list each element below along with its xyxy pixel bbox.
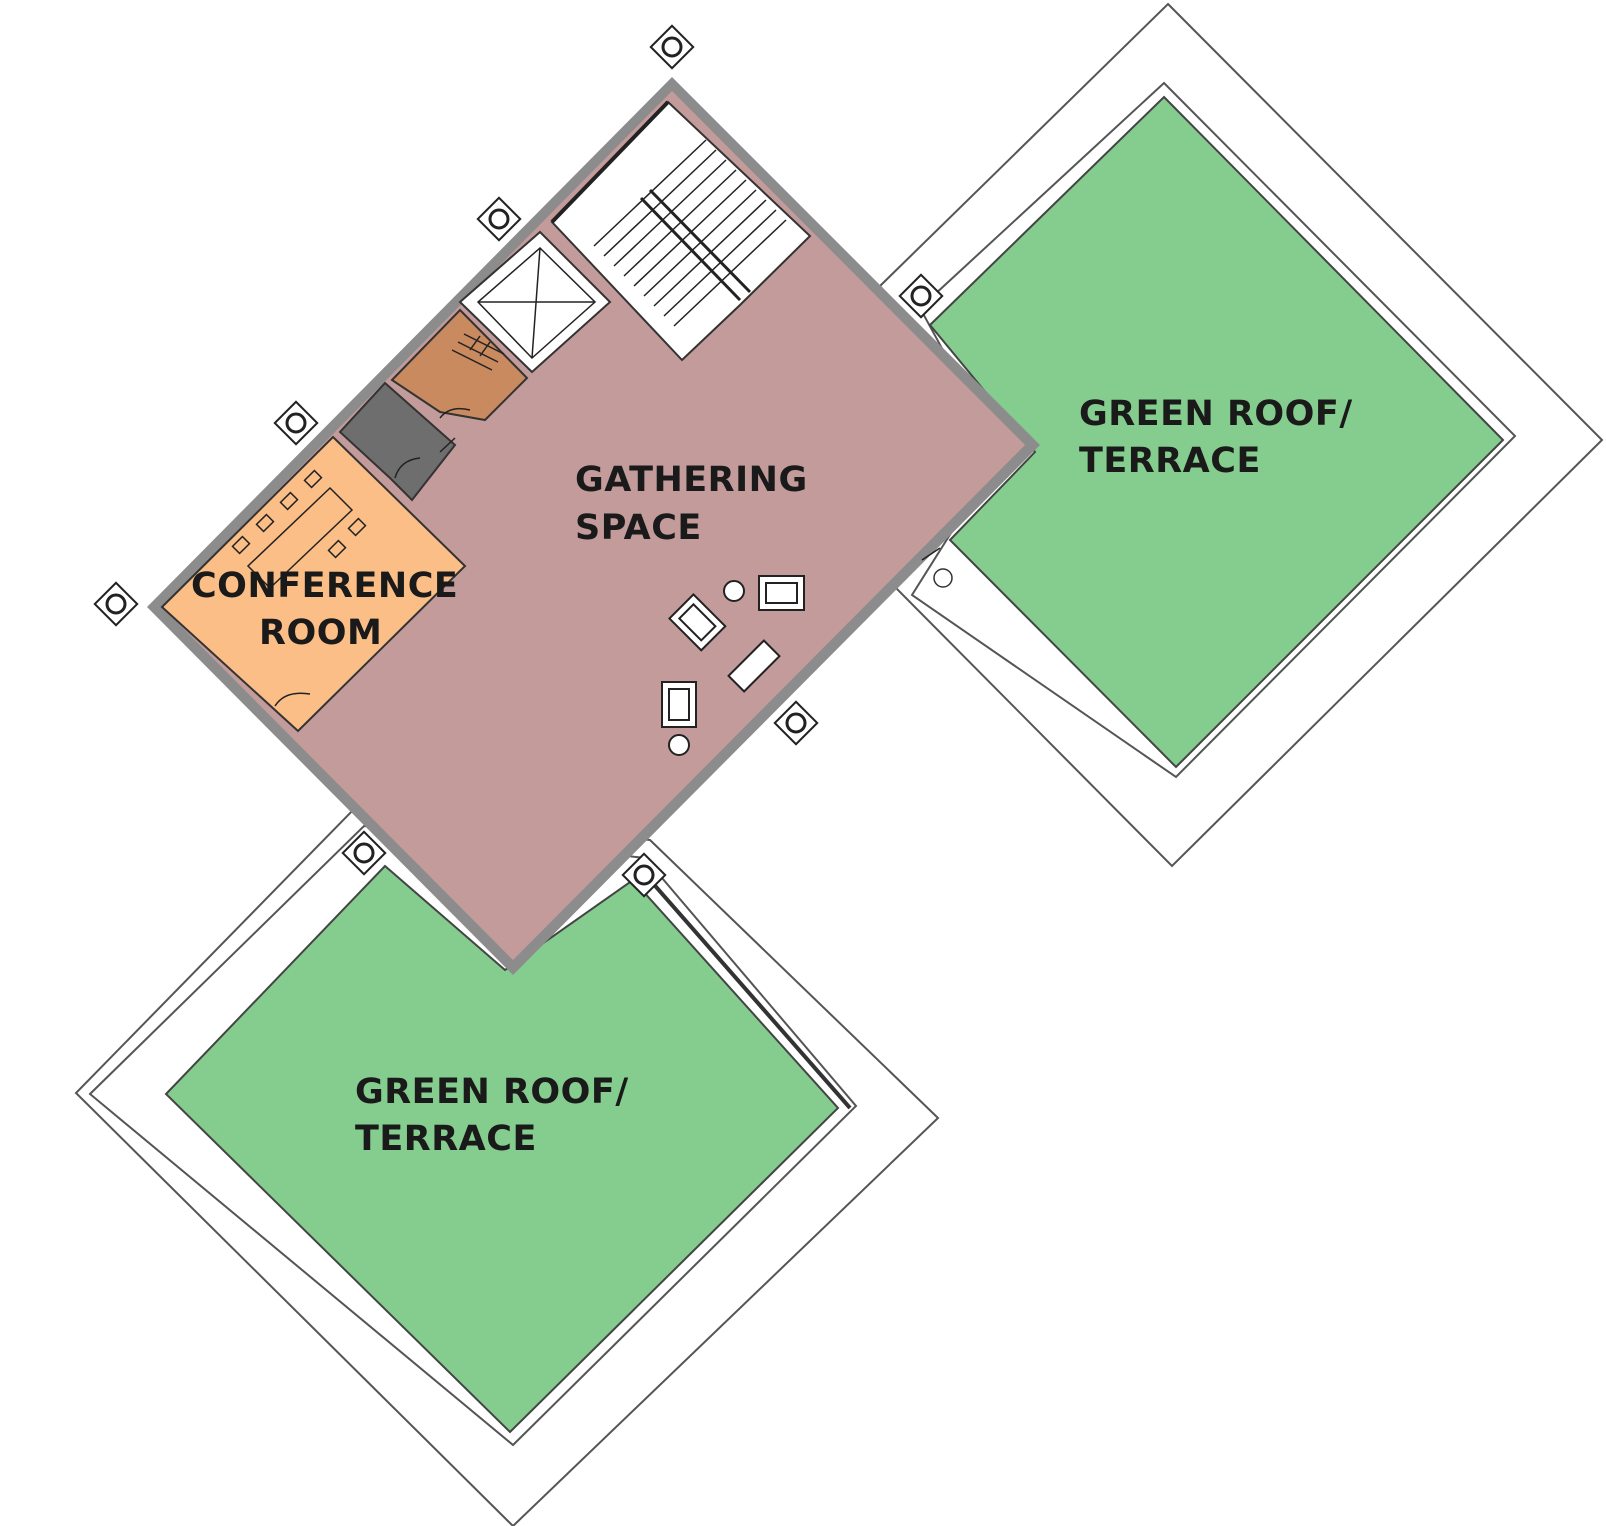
side-table-icon [723, 580, 745, 602]
column-icon [93, 581, 139, 627]
conference-room-label-line2: ROOM [259, 613, 382, 653]
room-labels: GATHERING SPACE CONFERENCE ROOM GREEN RO… [191, 394, 1353, 1159]
columns [93, 24, 944, 898]
terrace-ne-green-roof [928, 95, 1505, 769]
terrace-sw-label-line1: GREEN ROOF/ [355, 1072, 629, 1112]
conference-table-icon [231, 469, 367, 590]
column-icon [649, 24, 695, 70]
furniture [661, 575, 805, 756]
conference-room-floor [160, 435, 467, 733]
side-table-icon [668, 734, 690, 756]
column-icon [341, 830, 387, 876]
terrace-sw-rail [648, 878, 852, 1110]
column-icon [476, 196, 522, 242]
mechanical-room [390, 308, 529, 422]
column-icon [621, 852, 667, 898]
terrace-sw-green-roof [164, 864, 840, 1434]
terrace-ne-label-line1: GREEN ROOF/ [1079, 394, 1353, 434]
armchair-icon [668, 593, 727, 652]
service-room [338, 381, 457, 502]
gathering-space-label-line1: GATHERING [575, 460, 808, 500]
column-icon [773, 700, 819, 746]
column-icon [273, 400, 319, 446]
mechanical-equipment-icon [451, 333, 505, 371]
conference-room-label-line1: CONFERENCE [191, 566, 458, 606]
elevator-icon [476, 246, 597, 360]
armchair-icon [758, 575, 805, 611]
floor-drain-icon [933, 568, 953, 588]
terrace-ne-label-line2: TERRACE [1079, 441, 1261, 481]
gathering-space-floor [162, 91, 1025, 960]
stair-icon [550, 100, 787, 327]
column-icon [898, 273, 944, 319]
armchair-icon [661, 681, 697, 728]
coffee-table-icon [727, 639, 781, 693]
gathering-space-label-line2: SPACE [575, 508, 702, 548]
door-swings [274, 407, 941, 707]
terrace-sw-label-line2: TERRACE [355, 1119, 537, 1159]
main-building [147, 77, 1040, 975]
